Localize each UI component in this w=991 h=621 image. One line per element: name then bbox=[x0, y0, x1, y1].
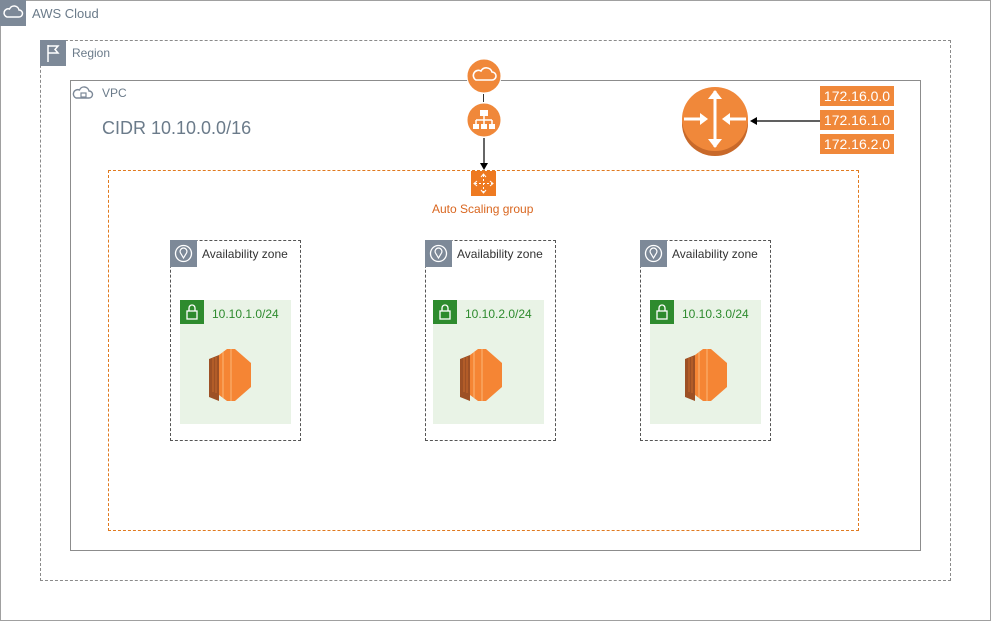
location-pin-icon bbox=[425, 240, 452, 267]
availability-zone-label: Availability zone bbox=[457, 247, 543, 261]
availability-zone-label: Availability zone bbox=[202, 247, 288, 261]
vpc-label: VPC bbox=[102, 86, 127, 100]
subnet-cidr-label: 10.10.3.0/24 bbox=[682, 307, 749, 321]
availability-zone bbox=[425, 240, 556, 441]
aws-cloud-icon bbox=[0, 0, 26, 26]
region-group bbox=[40, 40, 951, 581]
route-entry: 172.16.0.0 bbox=[820, 86, 894, 106]
location-pin-icon bbox=[170, 240, 197, 267]
region-label: Region bbox=[72, 46, 111, 60]
route-entry: 172.16.2.0 bbox=[820, 134, 894, 154]
availability-zone bbox=[640, 240, 771, 441]
location-pin-icon bbox=[640, 240, 667, 267]
aws-cloud-label: AWS Cloud bbox=[32, 6, 99, 21]
subnet-lock-icon bbox=[433, 300, 457, 324]
availability-zone bbox=[170, 240, 301, 441]
subnet-cidr-label: 10.10.2.0/24 bbox=[465, 307, 532, 321]
region-flag-icon bbox=[40, 40, 66, 66]
ec2-instance-icon bbox=[460, 349, 502, 401]
subnet-cidr-label: 10.10.1.0/24 bbox=[212, 307, 279, 321]
ec2-instance-icon bbox=[685, 349, 727, 401]
route-entry: 172.16.1.0 bbox=[820, 110, 894, 130]
auto-scaling-group bbox=[108, 170, 859, 531]
auto-scaling-icon bbox=[471, 171, 496, 196]
vpc-cidr-label: CIDR 10.10.0.0/16 bbox=[102, 118, 252, 138]
router-icon bbox=[680, 85, 750, 157]
connector-line bbox=[483, 94, 484, 102]
load-balancer-icon bbox=[466, 102, 502, 138]
internet-gateway-icon bbox=[466, 58, 502, 94]
ec2-instance-icon bbox=[209, 349, 251, 401]
arrow-lb-to-asg bbox=[476, 138, 492, 172]
auto-scaling-label: Auto Scaling group bbox=[432, 202, 534, 216]
vpc-cloud-lock-icon bbox=[70, 80, 96, 106]
subnet-lock-icon bbox=[650, 300, 674, 324]
subnet-lock-icon bbox=[180, 300, 204, 324]
arrow-routes-to-router bbox=[748, 114, 820, 126]
availability-zone-label: Availability zone bbox=[672, 247, 758, 261]
